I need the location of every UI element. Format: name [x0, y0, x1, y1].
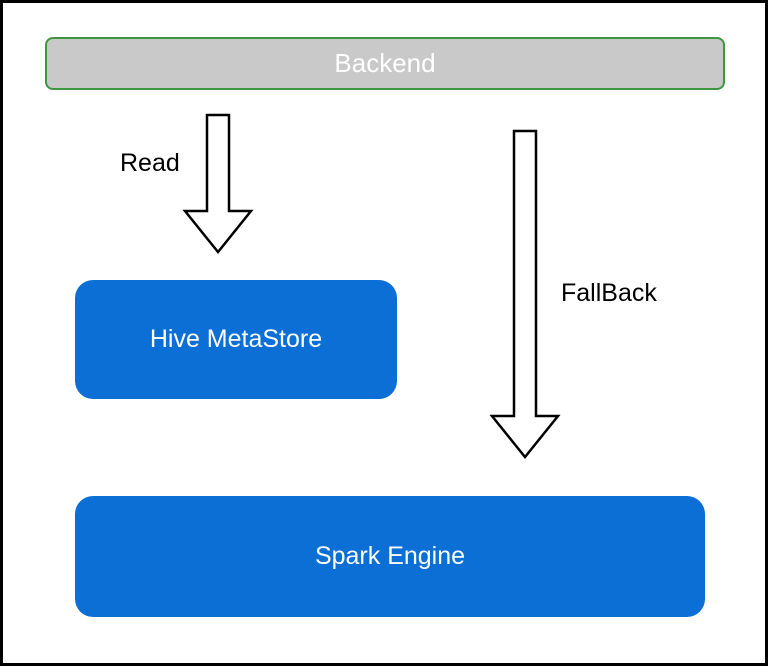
spark-engine-node: Spark Engine — [75, 496, 705, 617]
read-edge-label: Read — [120, 149, 180, 177]
spark-engine-node-label: Spark Engine — [314, 542, 466, 570]
backend-node: Backend — [45, 37, 725, 90]
fallback-arrow-icon — [489, 129, 561, 459]
hive-metastore-node-label: Hive MetaStore — [149, 325, 323, 353]
backend-node-label: Backend — [334, 48, 436, 78]
hive-metastore-node: Hive MetaStore — [75, 280, 397, 399]
read-arrow-icon — [182, 113, 254, 254]
fallback-edge-label: FallBack — [561, 279, 657, 307]
